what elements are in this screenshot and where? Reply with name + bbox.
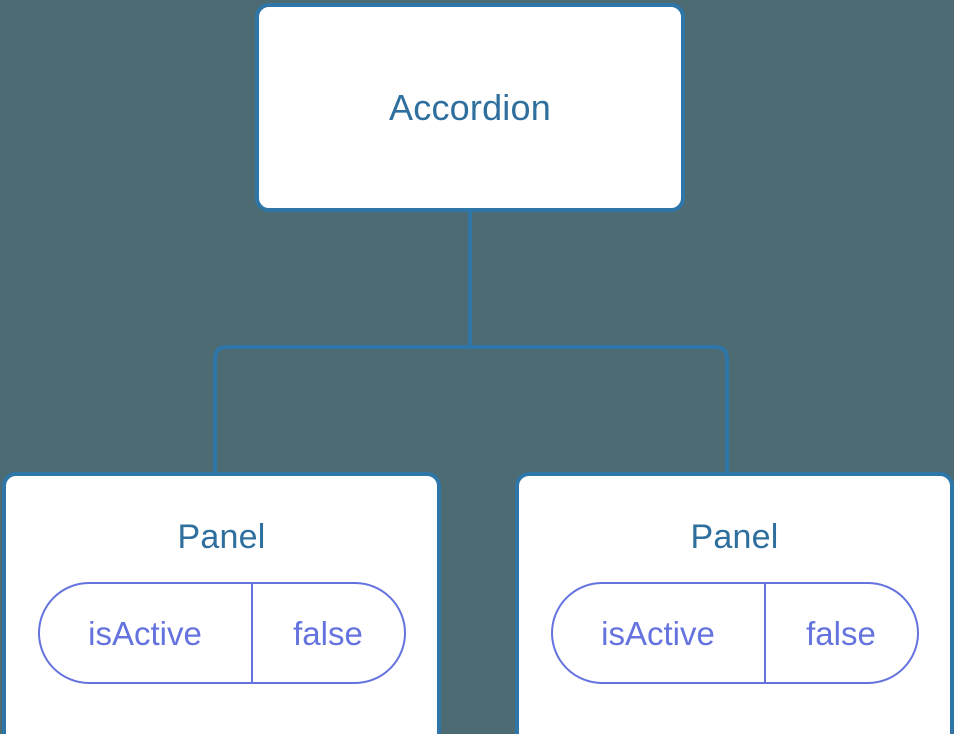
prop-badge-isactive-2[interactable]: isActive false	[550, 582, 919, 684]
connector-branch-right	[470, 345, 729, 480]
node-accordion-title: Accordion	[389, 86, 551, 128]
node-panel-1-title: Panel	[177, 518, 266, 556]
prop-value-label: false	[806, 614, 876, 652]
node-panel-2-title: Panel	[690, 518, 779, 556]
prop-badge-isactive-1[interactable]: isActive false	[37, 582, 406, 684]
prop-value-label: false	[293, 614, 363, 652]
node-panel-2[interactable]: Panel isActive false	[515, 472, 954, 734]
connector-branch-left	[213, 345, 470, 480]
prop-key-label: isActive	[40, 584, 253, 682]
node-panel-1[interactable]: Panel isActive false	[2, 472, 441, 734]
prop-key-label: isActive	[553, 584, 766, 682]
node-accordion[interactable]: Accordion	[255, 3, 685, 212]
